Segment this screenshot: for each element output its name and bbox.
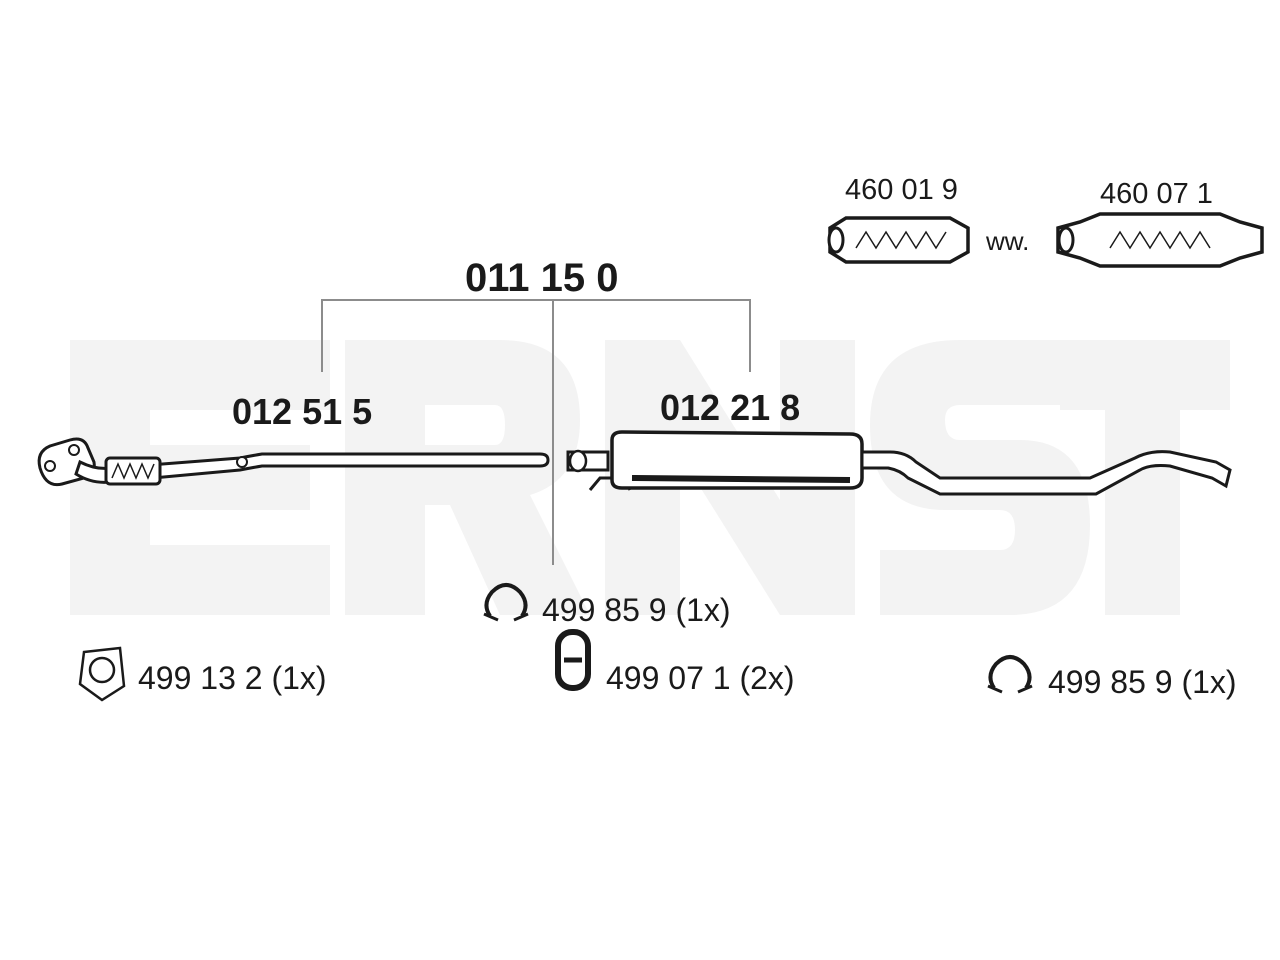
- clamp-icon: [987, 655, 1033, 694]
- front-pipe-part: [37, 437, 550, 487]
- middle-silencer-number: 012 21 8: [660, 387, 801, 428]
- gasket-icon: [78, 646, 126, 702]
- clamp-icon: [483, 583, 529, 622]
- fitting-label: 499 07 1 (2x): [606, 660, 795, 696]
- flex-pipe-option-a-number: 460 01 9: [845, 174, 958, 206]
- fitting-label: 499 13 2 (1x): [138, 660, 327, 696]
- flex-pipe-option-b-number: 460 07 1: [1100, 178, 1213, 210]
- flex-pipe-option-a-icon: [827, 216, 970, 264]
- fitting-label: 499 85 9 (1x): [542, 592, 731, 628]
- front-pipe-number: 012 51 5: [232, 391, 373, 432]
- assembly-number: 011 15 0: [465, 256, 619, 300]
- middle-silencer-part: [566, 430, 1232, 496]
- fitting-label: 499 85 9 (1x): [1048, 664, 1237, 700]
- rubber-mount-icon: [555, 629, 591, 691]
- alternative-separator: ww.: [986, 226, 1030, 256]
- assembly-bracket: [321, 299, 751, 565]
- flex-pipe-option-b-icon: [1056, 212, 1264, 268]
